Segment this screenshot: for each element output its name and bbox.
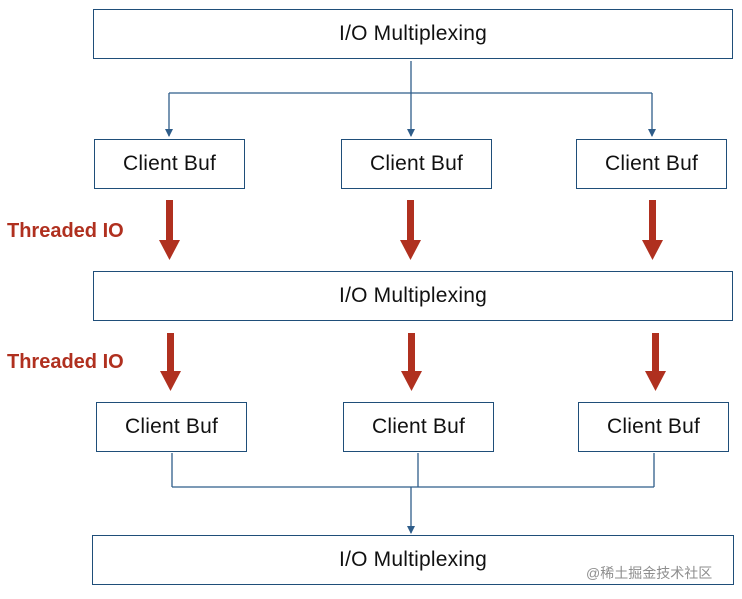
threaded-io-label-2: Threaded IO	[7, 351, 124, 373]
threaded-arrow	[159, 200, 180, 260]
threaded-arrow	[401, 333, 422, 391]
threaded-arrow	[160, 333, 181, 391]
client-buf-row1-2: Client Buf	[341, 139, 492, 189]
threaded-arrows-row2	[160, 333, 666, 391]
client-buf-label: Client Buf	[369, 152, 464, 175]
io-multiplexing-bottom: I/O Multiplexing	[92, 535, 734, 585]
client-buf-row1-3: Client Buf	[576, 139, 727, 189]
client-buf-label: Client Buf	[371, 415, 466, 438]
threaded-arrows-row1	[159, 200, 663, 260]
io-multiplexing-top: I/O Multiplexing	[93, 9, 733, 59]
io-multiplexing-middle: I/O Multiplexing	[93, 271, 733, 321]
threaded-arrow	[642, 200, 663, 260]
client-buf-label: Client Buf	[606, 415, 701, 438]
client-buf-label: Client Buf	[124, 415, 219, 438]
client-buf-row2-2: Client Buf	[343, 402, 494, 452]
client-buf-row2-1: Client Buf	[96, 402, 247, 452]
client-buf-row2-3: Client Buf	[578, 402, 729, 452]
client-buf-row1-1: Client Buf	[94, 139, 245, 189]
threaded-arrow	[645, 333, 666, 391]
io-multiplexing-bottom-label: I/O Multiplexing	[339, 548, 487, 571]
client-buf-label: Client Buf	[604, 152, 699, 175]
threaded-io-label-1: Threaded IO	[7, 220, 124, 242]
watermark: @稀土掘金技术社区	[586, 565, 713, 581]
threaded-arrow	[400, 200, 421, 260]
io-multiplexing-top-label: I/O Multiplexing	[339, 22, 487, 45]
client-buf-label: Client Buf	[122, 152, 217, 175]
fanin-connector	[171, 453, 655, 534]
io-multiplexing-middle-label: I/O Multiplexing	[339, 284, 487, 307]
fanout-connector	[165, 61, 656, 137]
